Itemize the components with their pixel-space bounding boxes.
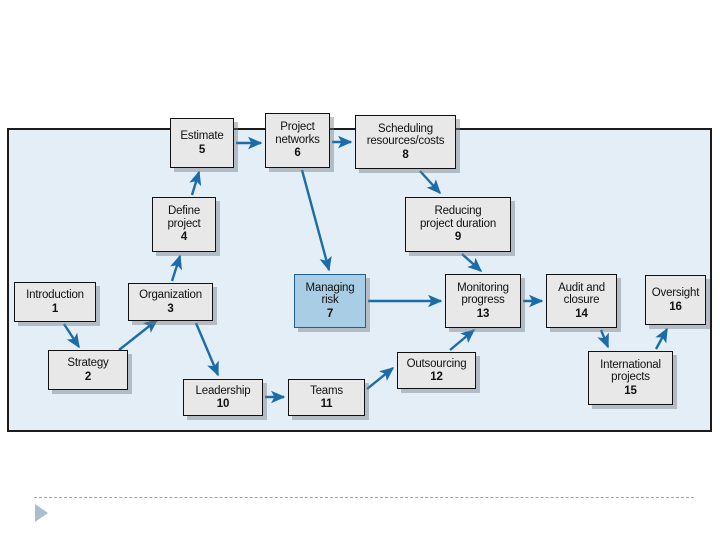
node-label: Strategy (67, 357, 109, 370)
node-number: 15 (624, 384, 637, 397)
node-label: Managing risk (305, 281, 355, 307)
node-label: Scheduling resources/costs (366, 122, 445, 148)
node-number: 5 (198, 143, 206, 156)
node-number: 16 (669, 300, 682, 313)
node-number: 2 (84, 370, 92, 383)
node-label: Estimate (180, 130, 224, 143)
node-number: 11 (320, 398, 333, 410)
node-number: 6 (294, 147, 301, 160)
node-number: 9 (454, 231, 462, 244)
node-label: Oversight (651, 287, 700, 300)
node-label: Audit and closure (558, 281, 605, 307)
node-label: Teams (310, 384, 343, 397)
node-number: 10 (216, 398, 230, 410)
node-number: 3 (167, 302, 174, 315)
node-label: Project networks (275, 121, 320, 146)
node-label: Define project (167, 205, 201, 230)
node-label: International projects (600, 358, 661, 384)
node-label: Outsourcing (406, 357, 467, 370)
node-label: Monitoring progress (457, 281, 509, 307)
node-label: Reducing project duration (419, 205, 497, 230)
node-number: 4 (180, 231, 188, 244)
node-label: Introduction (26, 289, 84, 302)
node-number: 1 (51, 302, 59, 315)
play-triangle-icon (35, 504, 48, 522)
node-label: Organization (139, 289, 202, 302)
node-number: 12 (430, 371, 443, 383)
node-number: 8 (402, 148, 409, 161)
node-number: 14 (575, 307, 588, 320)
node-label: Leadership (195, 384, 251, 397)
node-number: 7 (326, 307, 334, 320)
node-number: 13 (476, 307, 490, 320)
footer-divider (34, 497, 694, 498)
